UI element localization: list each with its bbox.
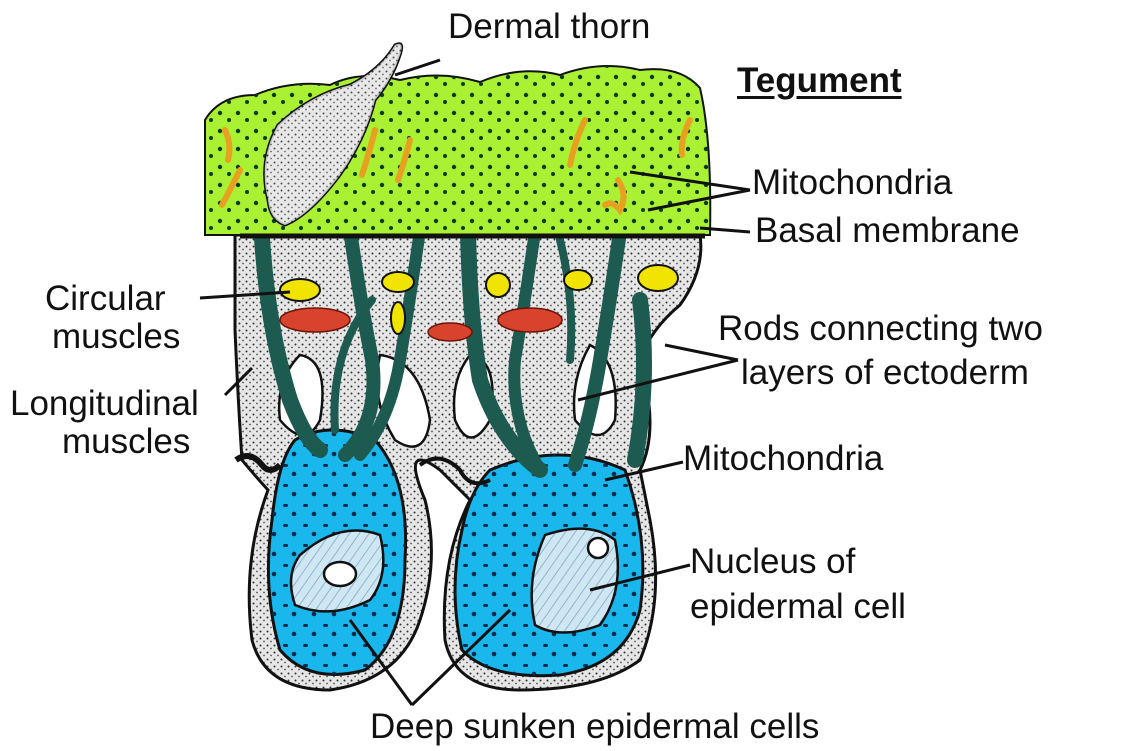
label-longitudinal-line1: Longitudinal [10,385,199,423]
label-longitudinal-line2: muscles [62,423,190,461]
label-circular-muscles-line2: muscles [52,318,180,356]
label-rods-line2: layers of ectoderm [741,354,1029,392]
epidermal-cell-right [455,455,643,676]
label-deep-sunken-cells: Deep sunken epidermal cells [370,708,819,746]
label-nucleus-line1: Nucleus of [690,543,855,581]
epidermal-cell-left [268,430,405,675]
label-mitochondria-top: Mitochondria [752,164,952,202]
label-rods-line1: Rods connecting two [718,310,1043,348]
label-tegument: Tegument [737,62,902,100]
label-dermal-thorn: Dermal thorn [448,8,650,46]
label-mitochondria-mid: Mitochondria [683,440,883,478]
label-circular-muscles-line1: Circular [45,280,166,318]
label-basal-membrane: Basal membrane [755,212,1020,250]
label-nucleus-line2: epidermal cell [690,588,906,626]
